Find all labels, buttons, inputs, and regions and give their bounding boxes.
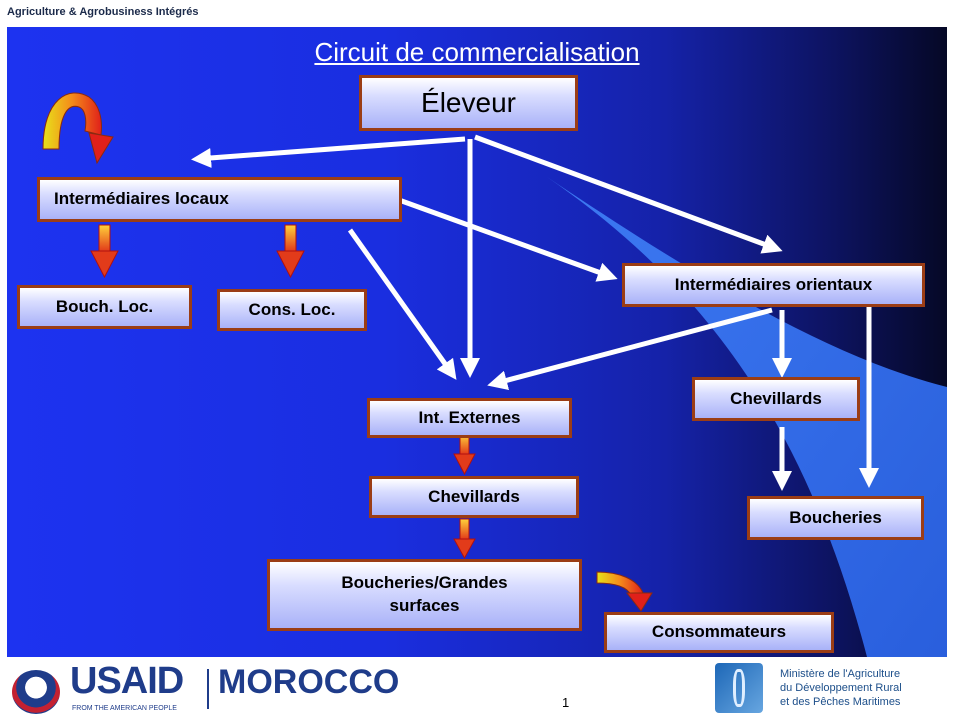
- loop-arrow-locaux: [42, 92, 114, 165]
- slide-canvas: Circuit de commercialisation Éleveur Int…: [7, 27, 947, 657]
- arrow-locaux-to-externes: [347, 228, 457, 380]
- arrow-layer: [42, 92, 879, 612]
- country-wordmark: MOROCCO: [218, 663, 400, 701]
- node-chevillards-center: Chevillards: [369, 476, 579, 518]
- usaid-seal-logo: [12, 670, 60, 714]
- node-int-externes: Int. Externes: [367, 398, 572, 438]
- arrow-locaux-to-cons-loc: [276, 224, 305, 279]
- slide-title: Circuit de commercialisation: [314, 37, 640, 67]
- usaid-tagline: FROM THE AMERICAN PEOPLE: [72, 705, 177, 712]
- ministry-line-1: Ministère de l'Agriculture: [780, 668, 901, 680]
- arrow-eleveur-to-locaux: [191, 136, 466, 168]
- node-chevillards-right: Chevillards: [692, 377, 860, 421]
- page-number: 1: [562, 695, 570, 710]
- arrow-locaux-to-bouch-loc: [90, 224, 119, 279]
- arrow-orientaux-to-externes: [487, 307, 773, 391]
- usaid-wordmark: USAID: [70, 660, 184, 702]
- node-intermediaires-locaux: Intermédiaires locaux: [37, 177, 402, 222]
- node-boucheries-grandes-surfaces: Boucheries/Grandes surfaces: [267, 559, 582, 631]
- node-consommateurs: Consommateurs: [604, 612, 834, 653]
- node-eleveur: Éleveur: [359, 75, 578, 131]
- arrow-to-consommateurs: [596, 571, 653, 612]
- ministry-logo: [715, 663, 763, 713]
- arrow-chevillards-to-grandes-surfaces: [453, 518, 476, 560]
- ministry-line-3: et des Pêches Maritimes: [780, 696, 901, 708]
- arrow-eleveur-to-orientaux: [474, 134, 783, 254]
- arrow-locaux-to-orientaux: [398, 197, 618, 282]
- ministry-name: Ministère de l'Agriculture du Développem…: [780, 667, 902, 709]
- node-bouch-loc: Bouch. Loc.: [17, 285, 192, 329]
- node-cons-loc: Cons. Loc.: [217, 289, 367, 331]
- logo-separator: [207, 669, 209, 709]
- node-intermediaires-orientaux: Intermédiaires orientaux: [622, 263, 925, 307]
- ministry-line-2: du Développement Rural: [780, 682, 902, 694]
- arrow-externes-to-chevillards: [453, 433, 476, 476]
- footer: [0, 657, 953, 720]
- org-label: Agriculture & Agrobusiness Intégrés: [7, 6, 199, 18]
- node-boucheries: Boucheries: [747, 496, 924, 540]
